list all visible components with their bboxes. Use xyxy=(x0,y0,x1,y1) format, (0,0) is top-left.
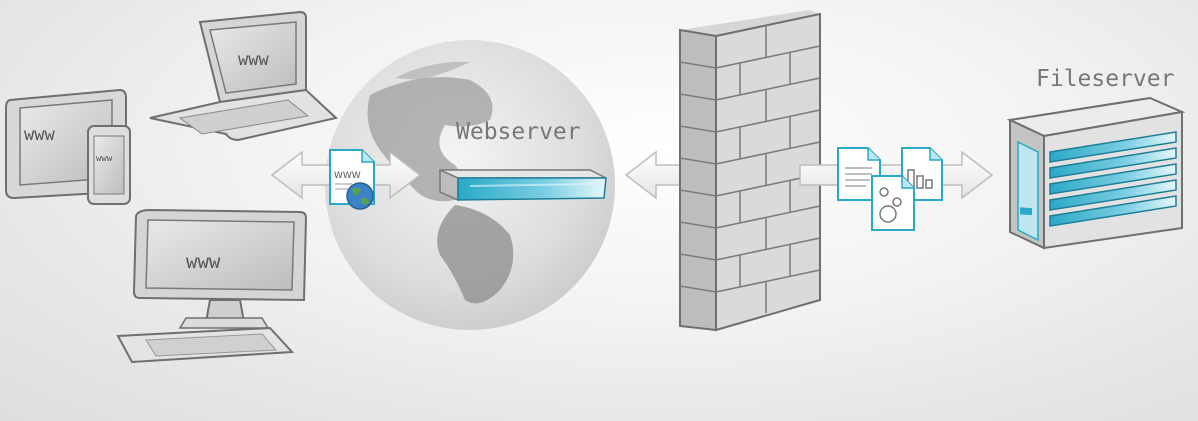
www-label: www xyxy=(186,251,221,273)
www-doc-label: WWW xyxy=(334,171,361,181)
webserver-icon xyxy=(439,168,607,202)
text-document-icon xyxy=(837,147,881,201)
www-label: www xyxy=(238,50,269,70)
firewall-icon xyxy=(679,10,821,332)
fileserver-label: Fileserver xyxy=(1036,66,1174,92)
desktop-monitor-icon: www xyxy=(116,208,308,364)
laptop-icon: www xyxy=(149,10,339,142)
fileserver-icon xyxy=(1006,96,1186,250)
www-label: www xyxy=(24,125,55,145)
phone-icon: www xyxy=(87,125,131,205)
www-label: www xyxy=(96,154,113,164)
web-document-icon: WWW xyxy=(329,149,375,210)
left-arrow-icon xyxy=(624,150,685,200)
webserver-label: Webserver xyxy=(456,119,581,145)
image-document-icon xyxy=(871,175,915,231)
